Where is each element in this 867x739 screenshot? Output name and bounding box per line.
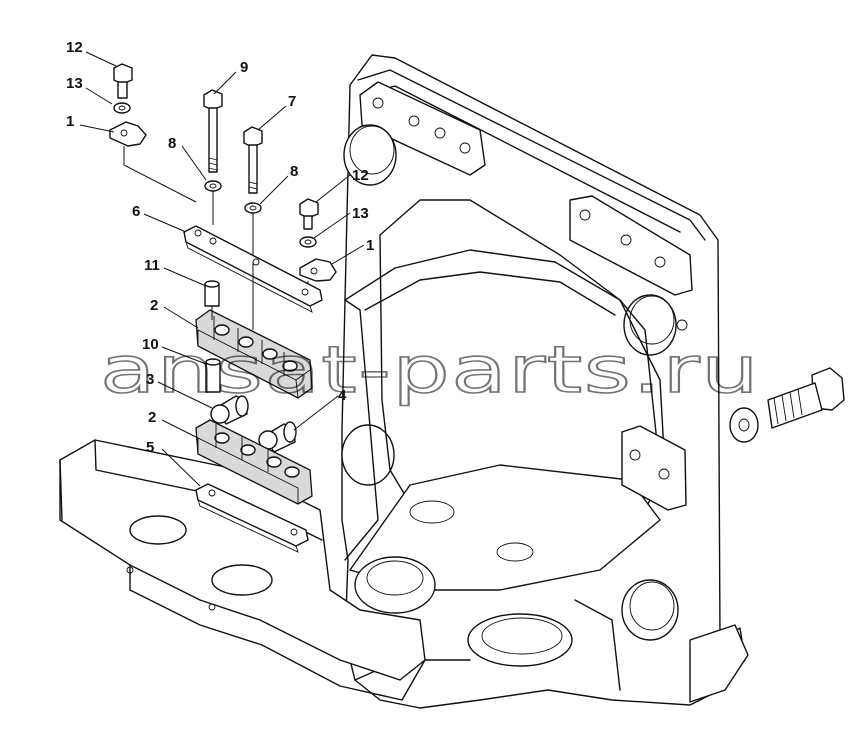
washer-8-a: [204, 180, 222, 192]
callout-3: 3: [146, 371, 154, 388]
clamp-block-2-upper: [195, 309, 313, 399]
bolt-12-mid: [299, 198, 319, 230]
bolt-9: [203, 89, 223, 173]
clip-1-mid: [299, 258, 337, 282]
callout-8-b: 8: [290, 163, 298, 180]
callout-5: 5: [146, 439, 154, 456]
callout-12-mid: 12: [352, 167, 369, 184]
left-beam-arm: [59, 439, 426, 701]
watermark-text: ansat-parts.ru: [100, 334, 760, 408]
clip-1-top-left: [109, 121, 147, 147]
callout-1-top-left: 1: [66, 113, 74, 130]
strap-plate-5: [195, 483, 309, 553]
callout-4: 4: [338, 387, 347, 404]
callout-12-top-left: 12: [66, 39, 83, 56]
pipe-fitting-3: [210, 395, 249, 425]
callout-labels: 12 13 1 9 7 8 8 12 13 1 6 11 2 10 3 4 2 …: [66, 39, 374, 456]
large-bolt-right: [729, 367, 845, 443]
callout-10: 10: [142, 336, 159, 353]
callout-11: 11: [144, 257, 160, 274]
sleeve-11: [204, 280, 220, 307]
callout-6: 6: [132, 203, 140, 220]
callout-13-top-left: 13: [66, 75, 83, 92]
main-frame-housing: [341, 54, 749, 709]
callout-9: 9: [240, 59, 248, 76]
callout-2-lower: 2: [148, 409, 156, 426]
washer-13-mid: [299, 236, 317, 248]
callout-8-a: 8: [168, 135, 176, 152]
callout-1-mid: 1: [366, 237, 374, 254]
leader-lines: [79, 51, 365, 487]
callout-13-mid: 13: [352, 205, 369, 222]
sleeve-10: [205, 358, 221, 393]
washer-8-b: [244, 202, 262, 214]
washer-13-top-left: [113, 102, 131, 114]
pipe-fitting-4: [258, 421, 297, 453]
bolt-7: [243, 126, 263, 194]
bolt-12-top-left: [113, 63, 133, 99]
callout-7: 7: [288, 93, 296, 110]
clamp-block-2-lower: [195, 419, 313, 505]
callout-2-upper: 2: [150, 297, 158, 314]
